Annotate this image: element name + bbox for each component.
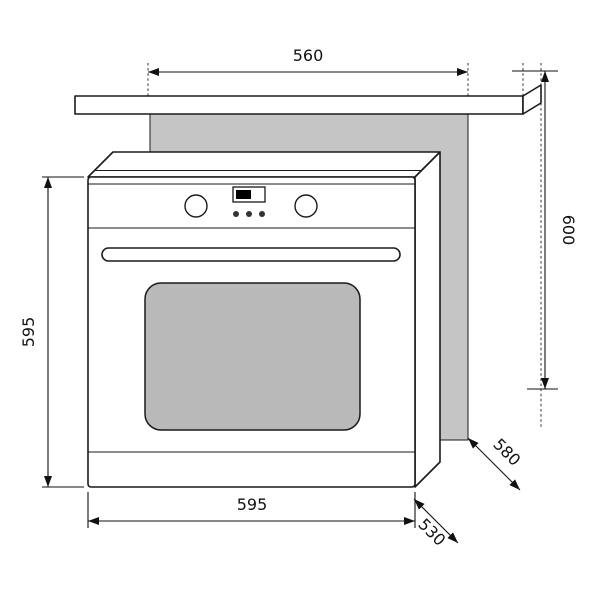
dimension-niche-depth: 580: [467, 435, 524, 491]
control-knob-left: [184, 194, 208, 218]
control-button-icon: [233, 211, 239, 217]
countertop-front-edge: [74, 95, 524, 115]
countertop-end-face: [522, 84, 542, 115]
dimension-oven-height: 595: [19, 176, 84, 488]
dimension-label-oven-width: 595: [237, 495, 268, 514]
control-knob-right: [294, 194, 318, 218]
dimension-line-oven-depth: [413, 498, 459, 544]
oven: [87, 151, 441, 488]
oven-side-face: [414, 151, 441, 488]
dimension-label-niche-height: 600: [559, 215, 578, 246]
control-buttons: [233, 211, 265, 217]
dimension-label-oven-depth: 530: [414, 515, 449, 550]
dimension-niche-height: 600: [512, 70, 578, 390]
countertop: [74, 84, 542, 115]
control-button-icon: [246, 211, 252, 217]
control-button-icon: [259, 211, 265, 217]
dimension-oven-width: 595: [87, 492, 416, 528]
dimension-oven-depth: 530: [413, 498, 459, 550]
control-display-screen: [236, 190, 251, 199]
control-panel: [88, 183, 415, 229]
oven-door-handle: [101, 247, 401, 262]
dimension-line-niche-depth: [467, 437, 521, 491]
dimension-label-oven-height: 595: [19, 317, 38, 348]
dimension-niche-width: 560: [148, 46, 468, 76]
dimension-label-niche-width: 560: [293, 46, 324, 65]
oven-top-face: [87, 151, 441, 178]
oven-door-glass: [144, 282, 361, 431]
